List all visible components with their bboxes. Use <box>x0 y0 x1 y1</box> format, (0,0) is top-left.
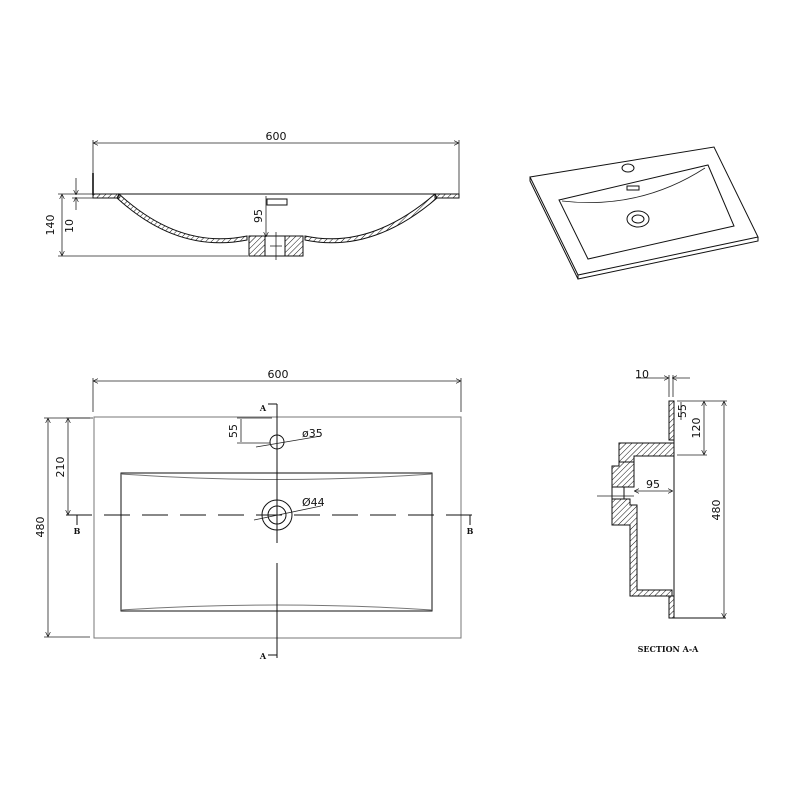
front-drain-depth-label: 95 <box>252 209 265 223</box>
front-width-label: 600 <box>266 130 287 143</box>
section-b-right-marker: B <box>467 526 474 536</box>
section-a-top-marker: A <box>259 403 267 413</box>
drain-offset-label: 210 <box>54 457 67 478</box>
front-elevation-view: 600 95 140 10 <box>44 130 460 260</box>
plan-depth-label: 480 <box>34 517 47 538</box>
section-taphole-label: 55 <box>676 404 689 418</box>
section-a-a-view: 10 95 55 120 480 SECTION A-A <box>597 368 727 654</box>
section-title: SECTION A-A <box>638 644 700 654</box>
front-rim-label: 10 <box>63 219 76 233</box>
section-drain-depth-label: 95 <box>646 478 660 491</box>
section-depth-label: 480 <box>710 500 723 521</box>
drain-diameter-label: Ø44 <box>302 496 325 509</box>
taphole-offset-label: 55 <box>227 424 240 438</box>
plan-view: 600 A A B B ø35 55 Ø44 <box>34 368 474 661</box>
section-a-bottom-marker: A <box>259 651 267 661</box>
section-b-left-marker: B <box>74 526 81 536</box>
section-rim-label: 10 <box>635 368 649 381</box>
plan-width-label: 600 <box>268 368 289 381</box>
taphole-diameter-label: ø35 <box>302 427 323 440</box>
isometric-view <box>529 146 759 280</box>
front-height-label: 140 <box>44 215 57 236</box>
section-deck-label: 120 <box>690 418 703 439</box>
